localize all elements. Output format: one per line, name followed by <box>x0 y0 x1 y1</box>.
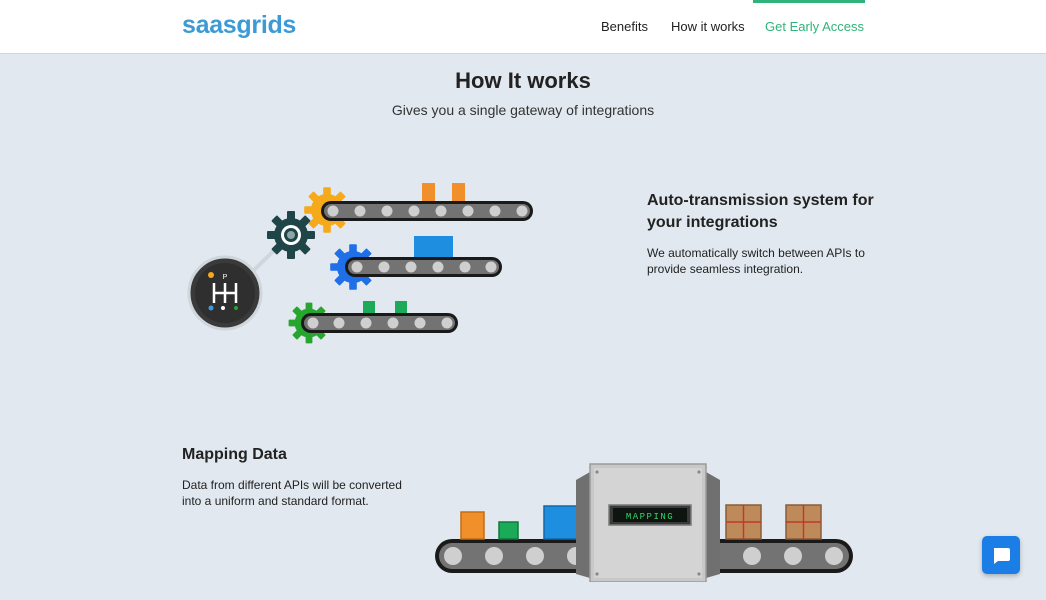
package-box <box>785 504 822 540</box>
package-box <box>543 505 578 540</box>
shifter-top-label: P <box>223 274 228 281</box>
package-box <box>452 183 465 201</box>
feature-auto-transmission-desc: We automatically switch between APIs to … <box>647 245 865 277</box>
feature-desc-line: Data from different APIs will be convert… <box>182 478 402 492</box>
conveyor-belt <box>321 201 533 221</box>
mapping-machine: MAPPING <box>589 463 707 582</box>
package-box <box>725 504 762 540</box>
brand-logo[interactable]: saasgrids <box>182 11 297 39</box>
gear-icon <box>267 211 315 259</box>
section-subtitle: Gives you a single gateway of integratio… <box>391 102 655 118</box>
chat-button[interactable] <box>982 536 1020 574</box>
feature-desc-line: We automatically switch between APIs to <box>647 246 865 260</box>
nav-link-benefits[interactable]: Benefits <box>601 19 648 34</box>
feature-title-line: Auto-transmission system for <box>647 192 874 209</box>
chat-bubble-icon <box>994 548 1010 564</box>
machine-side-panel <box>576 472 590 578</box>
machine-side-panel <box>706 472 720 578</box>
package-box <box>422 183 435 201</box>
package-box <box>498 521 519 540</box>
mapping-display-text: MAPPING <box>626 512 674 522</box>
navbar: saasgrids Benefits How it works Get Earl… <box>0 0 1046 54</box>
feature-mapping-desc: Data from different APIs will be convert… <box>182 477 402 509</box>
conveyor-belt <box>345 257 502 277</box>
nav-link-get-early-access[interactable]: Get Early Access <box>765 19 864 34</box>
gear-shifter-icon: P <box>187 255 263 331</box>
gearbox-conveyor-illustration: P <box>187 183 533 344</box>
package-box <box>460 511 485 540</box>
package-box <box>363 301 375 313</box>
feature-mapping-title: Mapping Data <box>182 446 287 463</box>
mapping-machine-illustration: MAPPING <box>435 463 853 582</box>
section-title: How It works <box>455 68 591 93</box>
conveyor-belt <box>301 313 458 333</box>
package-box <box>414 236 453 257</box>
feature-desc-line: provide seamless integration. <box>647 262 804 276</box>
package-box <box>395 301 407 313</box>
active-nav-indicator <box>753 0 865 3</box>
nav-link-how-it-works[interactable]: How it works <box>671 19 745 34</box>
feature-desc-line: into a uniform and standard format. <box>182 494 369 508</box>
feature-auto-transmission-title: Auto-transmission system for your integr… <box>647 190 874 234</box>
feature-title-line: your integrations <box>647 214 778 231</box>
